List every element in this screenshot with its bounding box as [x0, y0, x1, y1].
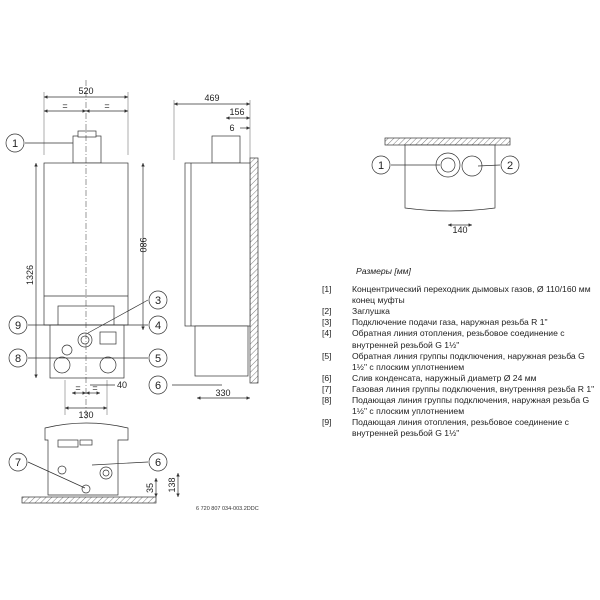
- dim-156: 156: [229, 107, 244, 117]
- legend-item-number: [1]: [322, 284, 332, 295]
- legend-item-text: Обратная линия группы подключения, наруж…: [352, 350, 585, 372]
- dim-equal: =: [62, 101, 67, 111]
- legend-item: [8] Подающая линия группы подключения, на…: [322, 395, 597, 417]
- legend-item-text: Заглушка: [352, 306, 390, 317]
- front-view: 520 = = 1326 980 40 = = 130: [25, 80, 148, 420]
- legend-item-number: [8]: [322, 395, 332, 406]
- dim-35: 35: [145, 483, 155, 493]
- legend-item: [5] Обратная линия группы подключения, на…: [322, 351, 597, 373]
- callout-4: 4: [155, 320, 161, 332]
- callout-6: 6: [155, 380, 161, 392]
- legend-item-number: [5]: [322, 350, 332, 361]
- callout-1: 1: [12, 138, 18, 150]
- legend-item: [6] Слив конденсата, наружный диаметр Ø 2…: [322, 373, 597, 384]
- legend: Размеры [мм] [1] Концентрический переходн…: [322, 266, 597, 439]
- dim-equal: =: [104, 101, 109, 111]
- callout-6: 6: [155, 457, 161, 469]
- dim-130: 130: [78, 410, 93, 420]
- callout-9: 9: [15, 320, 21, 332]
- drawing-code: 6 720 807 034-003.2DDC: [196, 506, 259, 512]
- legend-item-number: [9]: [322, 417, 332, 428]
- legend-item: [4] Обратная линия отопления, резьбовое с…: [322, 328, 597, 350]
- legend-title: Размеры [мм]: [356, 266, 411, 276]
- legend-item-number: [2]: [322, 306, 332, 317]
- legend-item: [7] Газовая линия группы подключения, вну…: [322, 384, 597, 395]
- legend-item: [3] Подключение подачи газа, наружная рез…: [322, 317, 597, 328]
- legend-item-text: Подающая линия группы подключения, наруж…: [352, 395, 590, 417]
- legend-item-number: [6]: [322, 372, 332, 383]
- legend-item-text: Подающая линия отопления, резьбовое соед…: [352, 417, 569, 439]
- dim-1326: 1326: [25, 265, 35, 285]
- dim-330: 330: [215, 388, 230, 398]
- callout-7: 7: [15, 457, 21, 469]
- legend-item-number: [7]: [322, 383, 332, 394]
- bottom-view: 35 138: [21, 422, 180, 504]
- side-view: 469 156 6 330: [172, 93, 259, 400]
- legend-item-number: [3]: [322, 317, 332, 328]
- callout-5: 5: [155, 353, 161, 365]
- dim-equal: =: [92, 383, 97, 393]
- dim-469: 469: [204, 93, 219, 103]
- dim-520: 520: [78, 86, 93, 96]
- dim-equal: =: [75, 383, 80, 393]
- dim-40: 40: [117, 380, 127, 390]
- callout-8: 8: [15, 353, 21, 365]
- top-view: 140: [384, 137, 511, 235]
- legend-item-text: Газовая линия группы подключения, внутре…: [352, 383, 595, 394]
- callout-3: 3: [155, 295, 161, 307]
- legend-item: [1] Концентрический переходник дымовых га…: [322, 284, 597, 306]
- dim-980: 980: [138, 237, 148, 252]
- dim-138: 138: [167, 477, 177, 492]
- legend-item-number: [4]: [322, 328, 332, 339]
- dim-6: 6: [229, 123, 234, 133]
- legend-item-text: Подключение подачи газа, наружная резьба…: [352, 317, 548, 328]
- callout-2: 2: [507, 160, 513, 172]
- dim-140: 140: [452, 225, 467, 235]
- legend-item: [2] Заглушка: [322, 306, 597, 317]
- callout-1: 1: [378, 160, 384, 172]
- legend-item: [9] Подающая линия отопления, резьбовое с…: [322, 417, 597, 439]
- callouts: 1 3 9 4 8 5 6 7 6 1 2: [5, 133, 520, 489]
- legend-item-text: Обратная линия отопления, резьбовое соед…: [352, 328, 565, 350]
- legend-item-text: Концентрический переходник дымовых газов…: [352, 284, 591, 306]
- legend-item-text: Слив конденсата, наружный диаметр Ø 24 м…: [352, 372, 537, 383]
